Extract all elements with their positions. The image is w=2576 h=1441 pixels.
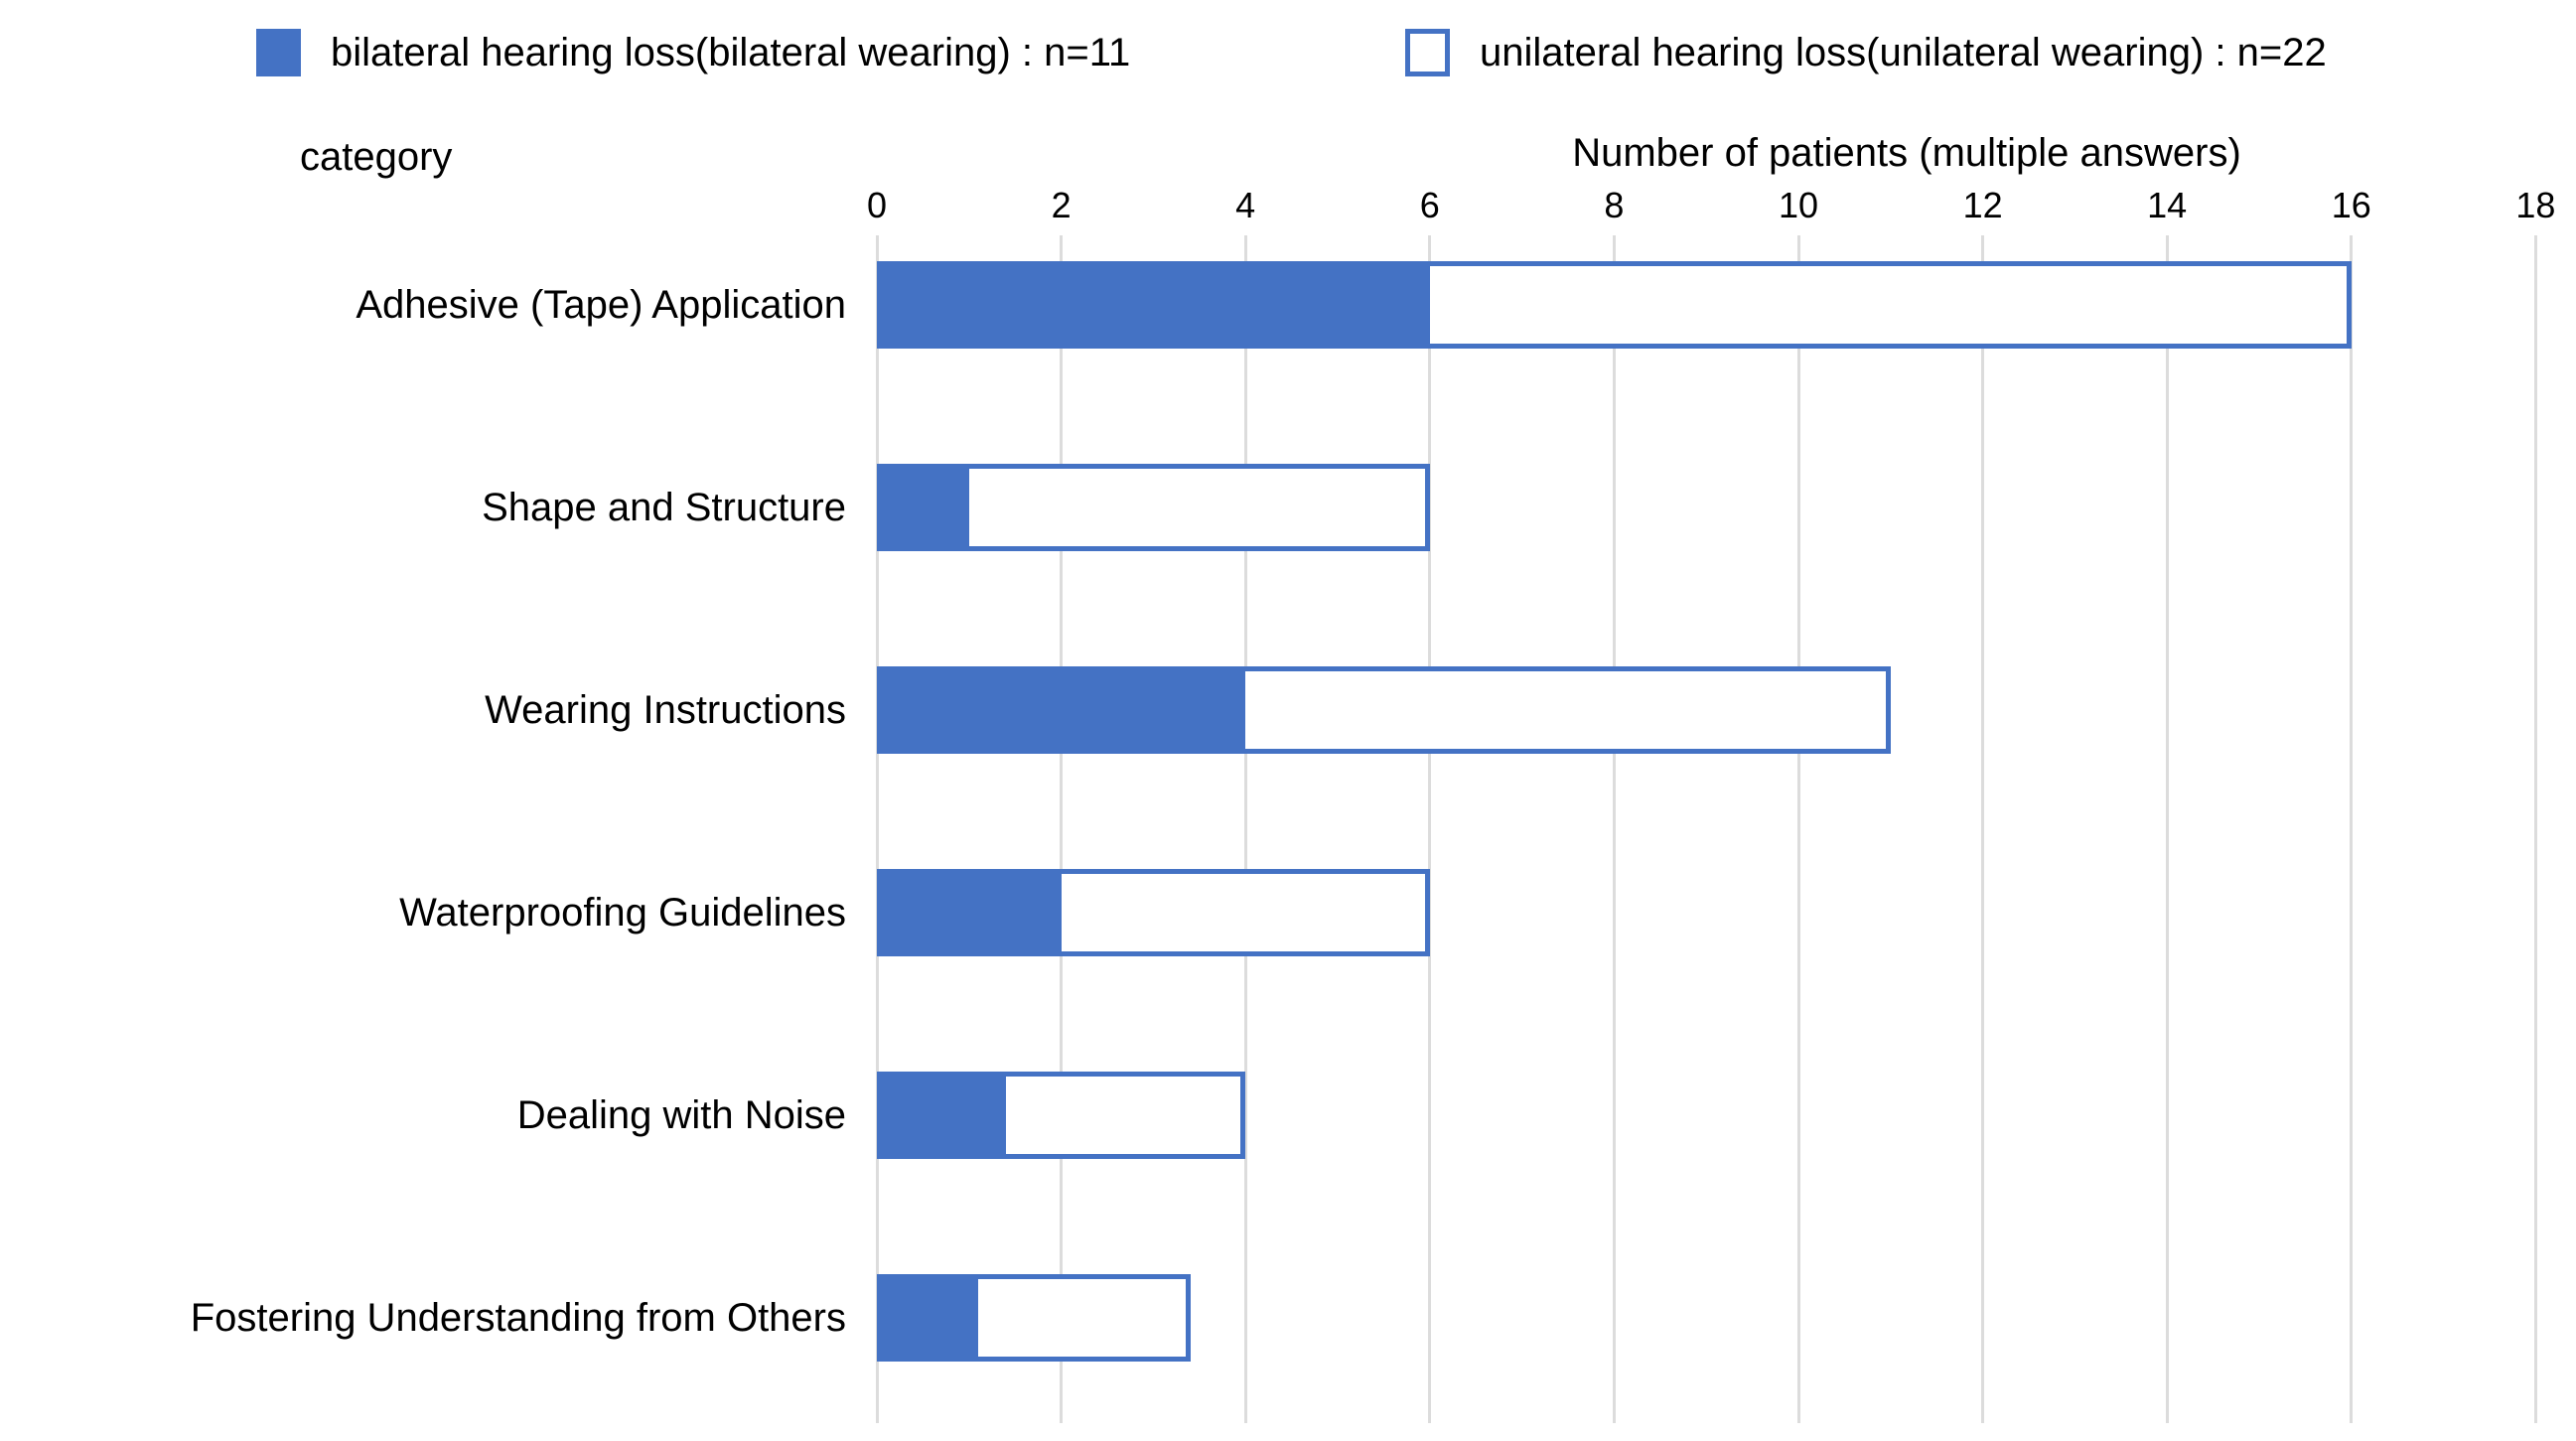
legend-swatch-unilateral-outlined-icon: [1405, 29, 1450, 76]
bar-row: [877, 1072, 1246, 1159]
x-tick-label-18: 18: [2515, 185, 2556, 225]
x-tick-label-2: 2: [1051, 185, 1072, 225]
bar-row: [877, 261, 2352, 349]
gridline-x-10: [1796, 235, 1800, 1423]
legend-swatch-bilateral-filled-icon: [256, 29, 301, 76]
gridline-x-16: [2350, 235, 2354, 1423]
gridline-x-8: [1612, 235, 1616, 1423]
x-tick-label-10: 10: [1778, 185, 1819, 225]
gridline-x-6: [1428, 235, 1432, 1423]
x-tick-label-14: 14: [2147, 185, 2188, 225]
x-tick-label-16: 16: [2331, 185, 2371, 225]
gridline-x-4: [1243, 235, 1247, 1423]
bar-segment-bilateral: [877, 261, 1430, 349]
legend-label-unilateral: unilateral hearing loss(unilateral weari…: [1480, 30, 2327, 74]
legend-item-bilateral: bilateral hearing loss(bilateral wearing…: [256, 28, 1130, 77]
bar-row: [877, 869, 1430, 956]
category-label: Waterproofing Guidelines: [399, 891, 846, 935]
bar-segment-bilateral: [877, 869, 1062, 956]
x-tick-label-6: 6: [1419, 185, 1440, 225]
legend-label-bilateral: bilateral hearing loss(bilateral wearing…: [331, 30, 1131, 74]
value-axis-title: Number of patients (multiple answers): [1572, 131, 2241, 175]
gridline-x-14: [2165, 235, 2169, 1423]
category-axis-title: category: [300, 135, 453, 179]
bar-segment-bilateral: [877, 464, 969, 551]
category-label: Shape and Structure: [482, 486, 846, 529]
bar-segment-bilateral: [877, 1274, 979, 1362]
gridline-x-2: [1060, 235, 1064, 1423]
bar-row: [877, 464, 1430, 551]
bar-row: [877, 1274, 1191, 1362]
category-label: Adhesive (Tape) Application: [356, 283, 846, 327]
x-tick-label-0: 0: [866, 185, 888, 225]
gridline-x-18: [2533, 235, 2537, 1423]
bar-row: [877, 666, 1891, 754]
x-tick-label-8: 8: [1604, 185, 1625, 225]
category-label: Fostering Understanding from Others: [190, 1296, 846, 1340]
bar-segment-bilateral: [877, 1072, 1006, 1159]
gridline-x-0: [875, 235, 879, 1423]
category-label: Dealing with Noise: [516, 1093, 846, 1137]
category-label: Wearing Instructions: [485, 688, 846, 732]
legend-item-unilateral: unilateral hearing loss(unilateral weari…: [1405, 28, 2327, 77]
x-tick-label-4: 4: [1235, 185, 1256, 225]
gridline-x-12: [1981, 235, 1985, 1423]
x-tick-label-12: 12: [1962, 185, 2003, 225]
bar-segment-bilateral: [877, 666, 1246, 754]
